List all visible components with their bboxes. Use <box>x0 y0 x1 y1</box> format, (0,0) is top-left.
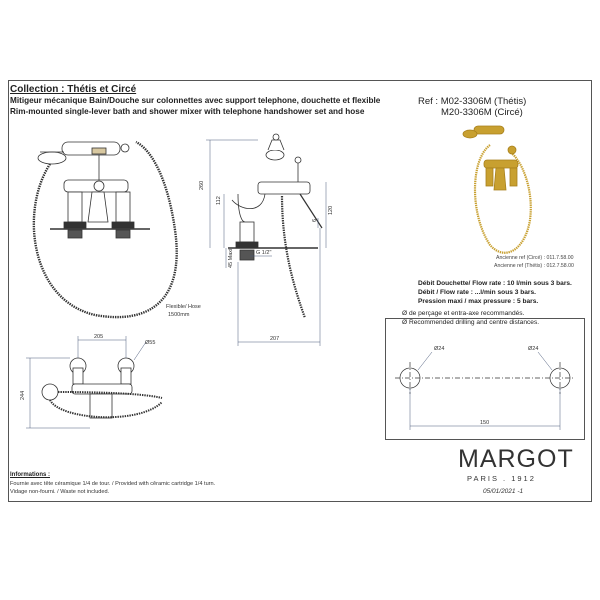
product-title-fr: Mitigeur mécanique Bain/Douche sur colon… <box>10 96 381 105</box>
dim-205: 205 <box>94 334 103 340</box>
informations-line-1: Fournie avec tête céramique 1/4 de tour.… <box>10 481 216 487</box>
dim-45-maxi: 45 Maxi <box>228 249 234 268</box>
collection-title: Collection : Thétis et Circé <box>10 84 137 95</box>
drilling-note-en: Ø Recommended drilling and centre distan… <box>402 319 540 326</box>
spec-flow-shower: Débit Douchette/ Flow rate : 10 l/min so… <box>418 280 572 287</box>
document-date: 05/01/2021 -1 <box>483 488 524 495</box>
spec-flow-bath: Débit / Flow rate : ...l/min sous 3 bars… <box>418 289 536 296</box>
old-ref-circe: Ancienne ref (Circé) : 011.7.58.00 <box>496 255 574 261</box>
old-ref-thetis: Ancienne ref (Thétis) : 012.7.58.00 <box>494 263 574 269</box>
drilling-plan <box>385 318 585 440</box>
drilling-hole-left: Ø24 <box>434 346 444 352</box>
drilling-distance: 150 <box>480 420 489 426</box>
spec-pressure: Pression maxi / max pressure : 5 bars. <box>418 298 539 305</box>
reference-line-1: Ref : M02-3306M (Thétis) <box>418 96 527 107</box>
hose-label: Flexible/ Hose <box>166 304 201 310</box>
informations-line-2: Vidage non-fourni. / Waste not included. <box>10 489 110 495</box>
top-dimensions <box>26 336 147 429</box>
product-image <box>462 125 532 254</box>
brand-logo: MARGOT <box>458 445 574 473</box>
dim-55: Ø55 <box>145 340 155 346</box>
drilling-hole-right: Ø24 <box>528 346 538 352</box>
dim-6: 6 <box>312 219 318 222</box>
brand-city: PARIS . 1912 <box>467 474 536 483</box>
drilling-note-fr: Ø de perçage et entra-axe recommandés. <box>402 310 525 317</box>
side-view <box>228 133 323 319</box>
dim-207: 207 <box>270 336 279 342</box>
hose-length: 1500mm <box>168 312 190 318</box>
drawing-frame <box>8 80 592 502</box>
dim-244: 244 <box>20 391 26 400</box>
dim-120: 120 <box>328 206 334 215</box>
informations-heading: Informations : <box>10 472 50 478</box>
front-view <box>32 140 178 319</box>
reference-line-2: M20-3306M (Circé) <box>441 107 523 118</box>
dim-260: 260 <box>199 181 205 190</box>
dim-112: 112 <box>216 196 222 205</box>
side-dimensions <box>206 139 327 346</box>
dim-g12: G 1/2" <box>256 250 271 256</box>
product-title-en: Rim-mounted single-lever bath and shower… <box>10 107 365 116</box>
